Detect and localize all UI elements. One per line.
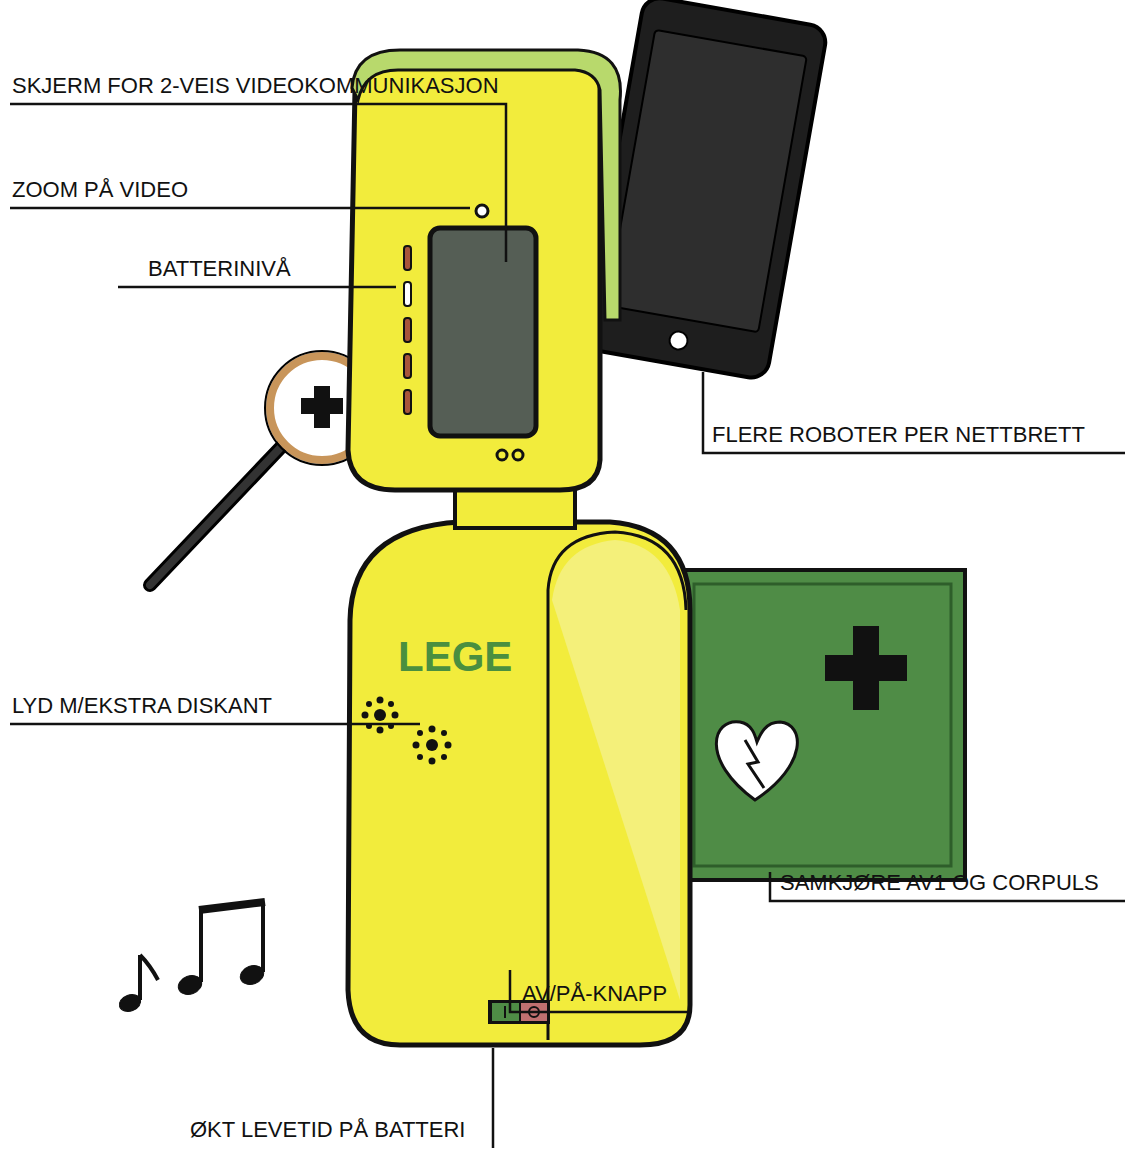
body-label: LEGE: [398, 632, 512, 682]
defibrillator-box: [680, 570, 965, 880]
music-notes: [117, 902, 266, 1014]
callout-label: ØKT LEVETID PÅ BATTERI: [190, 1117, 465, 1143]
leader-lines: [10, 104, 1125, 1148]
robot-body: [348, 522, 690, 1045]
magnifier: [150, 351, 379, 585]
callout-label: FLERE ROBOTER PER NETTBRETT: [712, 422, 1085, 448]
callout-label: SKJERM FOR 2-VEIS VIDEOKOMMUNIKASJON: [12, 73, 499, 99]
callout-label: BATTERINIVÅ: [148, 256, 291, 282]
callout-label: ZOOM PÅ VIDEO: [12, 177, 188, 203]
robot-head: [348, 50, 620, 490]
callout-label: SAMKJØRE AV1 OG CORPULS: [780, 870, 1099, 896]
callout-label: AV/PÅ-KNAPP: [522, 981, 667, 1007]
callout-label: LYD M/EKSTRA DISKANT: [12, 693, 272, 719]
